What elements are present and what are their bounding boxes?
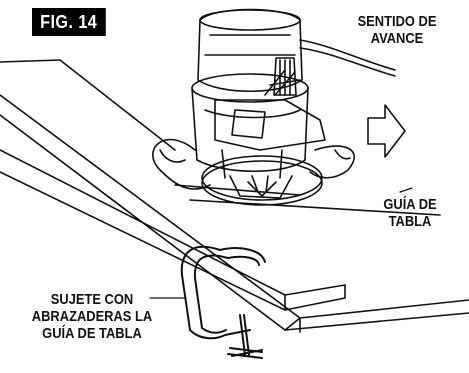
feed-direction-callout: SENTIDO DE AVANCE (343, 13, 451, 47)
c-clamp (180, 245, 266, 359)
callout-line: GUÍA DE (383, 196, 437, 213)
workpiece-board (0, 59, 469, 333)
callout-line: SUJETE CON (50, 291, 134, 308)
callout-line: TABLA (388, 213, 432, 230)
clamp-callout: SUJETE CON ABRAZADERAS LA GUÍA DE TABLA (15, 291, 170, 342)
depth-knob (273, 57, 297, 96)
callout-line: ABRAZADERAS LA (31, 308, 153, 325)
figure-label: FIG. 14 (32, 8, 106, 36)
router-handles (152, 138, 355, 190)
leader-lines (149, 187, 413, 299)
router-body (191, 69, 326, 179)
arrow-right-icon (367, 104, 406, 158)
guide-board (0, 149, 441, 311)
callout-line: AVANCE (370, 30, 424, 47)
router-motor-cap (197, 8, 396, 92)
guide-board-callout: GUÍA DE TABLA (367, 196, 453, 230)
callout-line: GUÍA DE TABLA (42, 325, 142, 342)
router-base (201, 155, 323, 206)
callout-line: SENTIDO DE (357, 13, 437, 30)
